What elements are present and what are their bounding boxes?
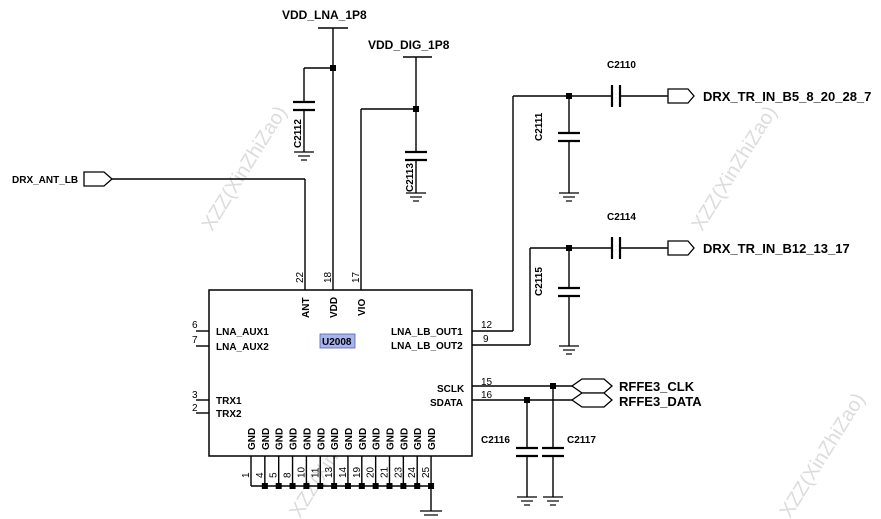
gnd-pin-number: 20	[366, 466, 377, 478]
cap-c2112-label: C2112	[293, 119, 304, 148]
pin-num-12: 12	[481, 320, 493, 331]
vdd-dig-label: VDD_DIG_1P8	[368, 38, 450, 52]
cap-c2114-label: C2114	[607, 212, 636, 223]
pin-num-15: 15	[481, 377, 493, 388]
rffe-data-label: RFFE3_DATA	[619, 394, 702, 409]
gnd-pin-number: 14	[338, 466, 349, 478]
gnd-pin-number: 21	[380, 466, 391, 478]
cap-c2111-label: C2111	[534, 112, 545, 141]
pin-name-lna-aux1: LNA_AUX1	[216, 327, 269, 338]
out1-port-label: DRX_TR_IN_B5_8_20_28_7	[703, 89, 871, 104]
port-rffe-clk-shape	[570, 378, 613, 394]
cap-c2110-label: C2110	[607, 60, 636, 71]
gnd-pin-name: GND	[330, 428, 341, 450]
vdd-lna-label: VDD_LNA_1P8	[282, 8, 367, 22]
gnd-pin-number: 11	[310, 467, 321, 478]
gnd-pin-number: 10	[296, 466, 307, 478]
ic-refdes-highlight	[319, 333, 356, 349]
pin-num-17: 17	[351, 271, 362, 283]
gnd-pin-number: 25	[421, 466, 432, 478]
gnd-pin-number: 1	[241, 472, 252, 478]
pin-name-lna-aux2: LNA_AUX2	[216, 342, 269, 353]
pin-num-9: 9	[483, 334, 489, 345]
gnd-pin-name: GND	[399, 428, 410, 450]
gnd-pin-number: 19	[352, 466, 363, 478]
cap-c2117-label: C2117	[567, 435, 596, 446]
gnd-pin-number: 5	[269, 472, 280, 478]
gnd-pin-name: GND	[386, 428, 397, 450]
cap-c2115-label: C2115	[534, 267, 545, 296]
pin-name-sclk: SCLK	[437, 384, 465, 395]
watermark-1: XZZ(XinZhiZao)	[198, 102, 292, 234]
gnd-pin-name: GND	[275, 428, 286, 450]
pin-name-vio: VIO	[357, 299, 368, 316]
pin-name-vdd: VDD	[329, 297, 340, 318]
pin-num-22: 22	[295, 271, 306, 283]
port-out1-shape	[667, 88, 695, 104]
watermark-2: XZZ(XinZhiZao)	[688, 102, 782, 234]
gnd-pin-name: GND	[302, 428, 313, 450]
pin-num-16: 16	[481, 390, 493, 401]
out2-net: DRX_TR_IN_B12_13_17 C2114 C2115	[472, 212, 850, 355]
vdd-lna-net: VDD_LNA_1P8 C2112	[282, 8, 367, 293]
gnd-pin-name: GND	[358, 428, 369, 450]
pin-num-3: 3	[192, 390, 198, 401]
gnd-pin-name: GND	[261, 428, 272, 450]
pin-name-sdata: SDATA	[430, 398, 463, 409]
pin-num-6: 6	[192, 320, 198, 331]
ic-body	[208, 289, 473, 457]
out1-net: DRX_TR_IN_B5_8_20_28_7 C2110 C2111	[472, 60, 871, 332]
vdd-dig-net: VDD_DIG_1P8 C2113	[360, 38, 450, 293]
pin-name-lna-lb-out1: LNA_LB_OUT1	[391, 327, 463, 338]
gnd-pin-name: GND	[372, 428, 383, 450]
pin-num-18: 18	[323, 271, 334, 283]
gnd-pin-name: GND	[413, 428, 424, 450]
pin-name-trx1: TRX1	[216, 396, 242, 407]
drx-ant-lb-label: DRX_ANT_LB	[12, 175, 78, 186]
watermark-4: XZZ(XinZhiZao)	[776, 389, 870, 519]
port-out2-shape	[667, 240, 695, 256]
rffe-net: RFFE3_CLK RFFE3_DATA C2116 C2117	[472, 378, 702, 506]
drx-ant-lb-net: DRX_ANT_LB	[12, 171, 306, 293]
gnd-pin-name: GND	[316, 428, 327, 450]
gnd-pin-number: 23	[393, 466, 404, 478]
pin-name-trx2: TRX2	[216, 409, 242, 420]
pin-name-ant: ANT	[301, 297, 312, 318]
gnd-pin-name: GND	[344, 428, 355, 450]
port-input-shape	[83, 171, 113, 187]
pin-num-2: 2	[192, 403, 198, 414]
ic-u2008: U2008 22 18 17 ANT VDD VIO 6 7 3 2 LNA_A…	[192, 271, 493, 516]
cap-c2116-label: C2116	[481, 435, 510, 446]
gnd-pin-number: 13	[324, 466, 335, 478]
rffe-clk-label: RFFE3_CLK	[619, 379, 695, 394]
gnd-pin-number: 8	[283, 472, 294, 478]
out2-port-label: DRX_TR_IN_B12_13_17	[703, 241, 850, 256]
ic-refdes: U2008	[322, 337, 352, 348]
gnd-pin-name: GND	[247, 428, 258, 450]
gnd-pin-number: 24	[407, 466, 418, 478]
pin-name-lna-lb-out2: LNA_LB_OUT2	[391, 341, 463, 352]
gnd-pin-number: 4	[255, 472, 266, 478]
gnd-pin-name: GND	[289, 428, 300, 450]
gnd-pin-group: GND 1 GND 4 GND 5 GND 8 GND 10 GND 11 GND 13 GND 14 GND 1…	[241, 428, 438, 489]
cap-c2113-label: C2113	[405, 163, 416, 192]
gnd-pin-name: GND	[427, 428, 438, 450]
pin-num-7: 7	[192, 335, 198, 346]
port-rffe-data-shape	[570, 392, 613, 408]
